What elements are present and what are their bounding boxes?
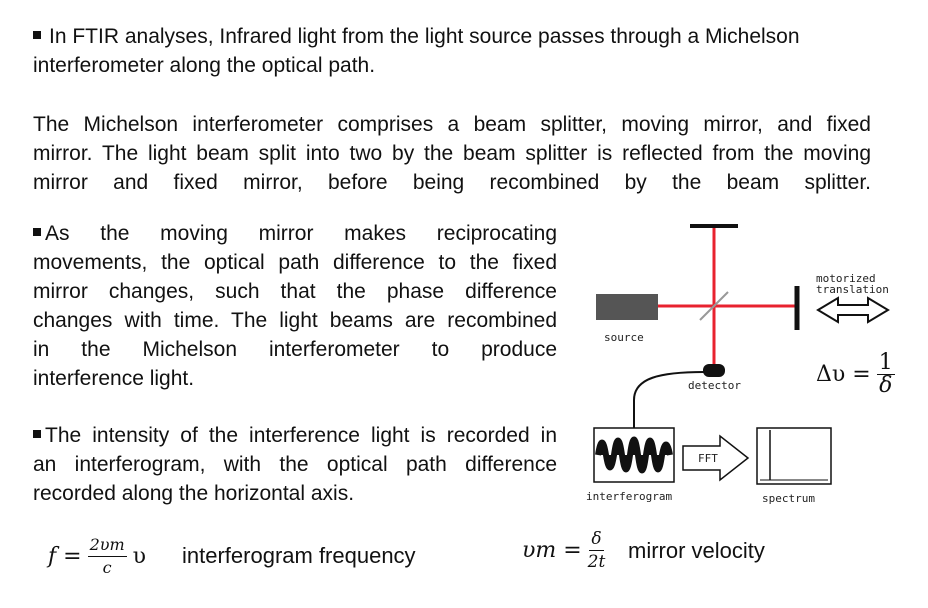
mirror-line-4: changes with time. The light beams are r… — [33, 309, 557, 332]
frequency-num: 2υm — [87, 534, 127, 557]
frequency-fraction: 2υm c — [87, 534, 127, 579]
fft-arrow — [682, 434, 750, 482]
intro-line-2: interferometer along the optical path. — [33, 54, 376, 77]
interferogram-paragraph: The intensity of the interference light … — [33, 421, 557, 508]
motor-label-1: motorized — [816, 272, 876, 285]
interferogram-line-3: recorded along the horizontal axis. — [33, 482, 355, 505]
interferogram-wave — [595, 436, 673, 474]
frequency-den: c — [102, 558, 112, 577]
michelson-line-1: The Michelson interferometer comprises a… — [33, 113, 871, 136]
bullet-icon — [33, 228, 41, 236]
mirror-line-5: in the Michelson interferometer to produ… — [33, 338, 557, 361]
mirror-line-1-text: As the moving mirror makes reciprocating — [45, 222, 557, 245]
source-label: source — [604, 331, 644, 344]
interferogram-line-1: The intensity of the interference light … — [33, 421, 557, 450]
velocity-equation: υm = δ 2t — [522, 528, 605, 573]
frequency-label: interferogram frequency — [182, 543, 416, 568]
interferogram-label: interferogram — [586, 490, 672, 503]
intro-paragraph: In FTIR analyses, Infrared light from th… — [33, 22, 871, 80]
double-arrow-icon — [816, 296, 890, 324]
delta-nu-lhs: Δυ = — [816, 362, 871, 387]
delta-nu-equation: Δυ = 1 δ — [816, 352, 895, 397]
motor-label-2: translation — [816, 283, 889, 296]
bullet-icon — [33, 31, 41, 39]
delta-nu-fraction: 1 δ — [876, 350, 895, 398]
mirror-line-1: As the moving mirror makes reciprocating — [33, 219, 557, 248]
spectrum-label: spectrum — [762, 492, 815, 505]
velocity-den: 2t — [587, 552, 606, 572]
intro-line-1-text: In FTIR analyses, Infrared light from th… — [49, 25, 800, 48]
bullet-icon — [33, 430, 41, 438]
mirror-line-2: movements, the optical path difference t… — [33, 251, 557, 274]
michelson-paragraph: The Michelson interferometer comprises a… — [33, 110, 871, 197]
mirror-line-3: mirror changes, such that the phase diff… — [33, 280, 557, 303]
michelson-line-3: mirror and fixed mirror, before being re… — [33, 171, 871, 194]
michelson-line-2: mirror. The light beam split into two by… — [33, 142, 871, 165]
velocity-lhs: υm = — [522, 538, 582, 563]
delta-nu-den: δ — [879, 373, 893, 398]
light-source — [596, 294, 658, 320]
intro-line-1: In FTIR analyses, Infrared light from th… — [33, 22, 871, 51]
moving-mirror-paragraph: As the moving mirror makes reciprocating… — [33, 219, 557, 393]
detector-label: detector — [688, 379, 741, 392]
velocity-num: δ — [589, 529, 604, 551]
delta-nu-num: 1 — [876, 350, 895, 375]
mirror-line-6: interference light. — [33, 367, 195, 390]
frequency-equation: f = 2υm c υ — [48, 534, 146, 579]
detector-cable — [633, 371, 705, 428]
frequency-lhs: f = — [48, 544, 82, 569]
detector — [703, 364, 725, 377]
spectrum-plot — [756, 427, 832, 485]
fft-label: FFT — [698, 452, 718, 465]
velocity-label: mirror velocity — [628, 538, 765, 563]
velocity-fraction: δ 2t — [588, 528, 606, 573]
frequency-tail: υ — [132, 544, 147, 569]
beam-splitter — [699, 291, 729, 321]
interferogram-line-1-text: The intensity of the interference light … — [45, 424, 557, 447]
interferogram-line-2: an interferogram, with the optical path … — [33, 453, 557, 476]
